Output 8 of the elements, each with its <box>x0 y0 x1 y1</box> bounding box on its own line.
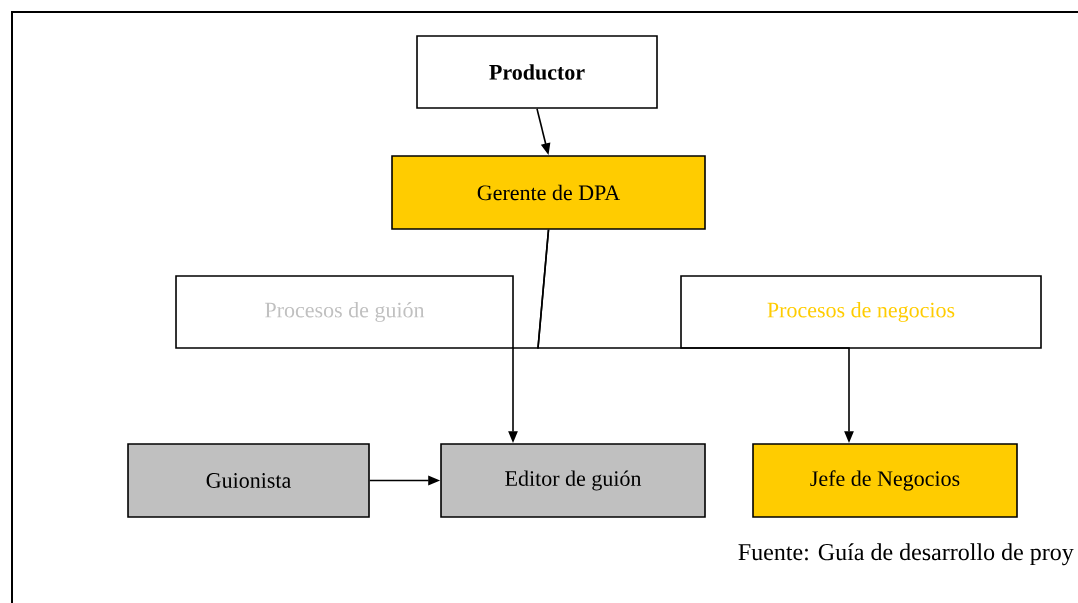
process-box: Jefe de Negocios <box>752 443 1018 518</box>
process-box: Editor de guión <box>440 443 706 518</box>
process-box: Procesos de negocios <box>680 275 1042 349</box>
process-box: Gerente de DPA <box>391 155 706 230</box>
process-box: Procesos de guión <box>175 275 514 349</box>
process-box: Guionista <box>127 443 370 518</box>
caption: Fuente: Guía de desarrollo de proy <box>738 543 1074 566</box>
process-box: Productor <box>416 35 658 109</box>
